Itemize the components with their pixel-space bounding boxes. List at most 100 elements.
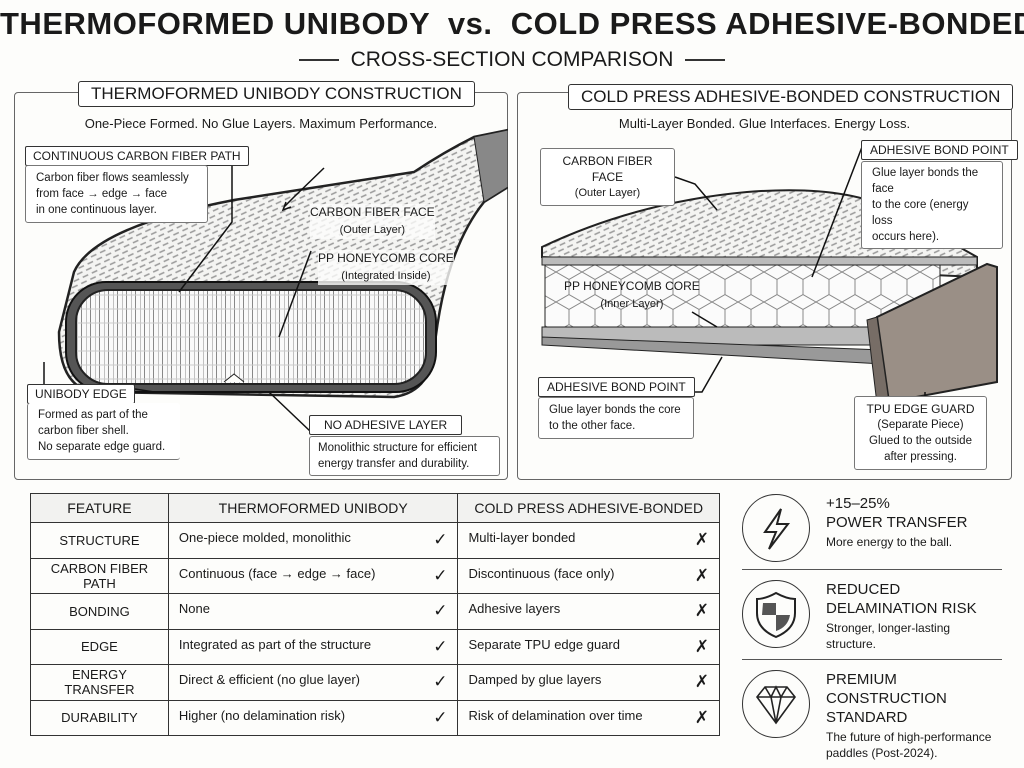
- callout-adhesive-bond-bottom-desc: Glue layer bonds the core to the other f…: [538, 397, 694, 439]
- x-icon: ✗: [694, 530, 709, 550]
- desc-line: occurs here).: [872, 231, 940, 243]
- thermoformed-tagline: One-Piece Formed. No Glue Layers. Maximu…: [84, 116, 438, 131]
- benefit-desc: More energy to the ball.: [826, 535, 953, 549]
- header-feature: FEATURE: [30, 493, 169, 523]
- thermoformed-cross-section-illustration: [43, 128, 508, 433]
- table-row: BONDING None ✓ Adhesive layers✗: [30, 593, 720, 630]
- callout-unibody-edge-desc: Formed as part of the carbon fiber shell…: [27, 403, 180, 460]
- label-pp-honeycomb-core: PP HONEYCOMB CORE (Integrated Inside): [318, 250, 454, 285]
- divider: [742, 569, 1002, 570]
- cell-text: Higher (no delamination risk): [178, 707, 346, 723]
- desc-line: carbon fiber shell.: [38, 425, 129, 437]
- thermoformed-cell: One-piece molded, monolithic ✓: [167, 522, 459, 559]
- x-icon: ✗: [694, 707, 709, 727]
- x-icon: ✗: [694, 565, 709, 585]
- table-row: DURABILITY Higher (no delamination risk)…: [30, 699, 720, 736]
- desc-line: after pressing.: [884, 451, 957, 463]
- cold-press-cell: Separate TPU edge guard✗: [457, 628, 720, 665]
- cold-press-cell: Damped by glue layers ✗: [457, 664, 720, 701]
- callout-continuous-carbon-path-desc: Carbon fiber flows seamlessly from face …: [25, 165, 208, 223]
- thermoformed-cell: Integrated as part of the structure✓: [167, 628, 459, 665]
- callout-sub: (Separate Piece): [877, 419, 964, 431]
- benefit-delamination: REDUCED DELAMINATION RISK Stronger, longer…: [742, 580, 1012, 656]
- diamond-icon: [742, 670, 810, 738]
- table-row: EDGE Integrated as part of the structure…: [30, 628, 720, 665]
- benefit-desc: Stronger, longer-lasting: [826, 621, 951, 635]
- cold-press-cell: Multi-layer bonded✗: [457, 522, 720, 559]
- benefit-desc: structure.: [826, 637, 877, 651]
- desc-line: from face → edge → face: [36, 188, 168, 200]
- feature-cell: EDGE: [30, 628, 169, 665]
- header-thermoformed: THERMOFORMED UNIBODY: [167, 493, 459, 523]
- check-icon: ✓: [433, 565, 448, 585]
- cold-press-cell: Discontinuous (face only) ✗: [457, 557, 720, 594]
- desc-line: energy transfer and durability.: [318, 458, 470, 470]
- cold-press-panel-title: COLD PRESS ADHESIVE-BONDED CONSTRUCTION: [568, 84, 1014, 110]
- check-icon: ✓: [433, 530, 448, 550]
- label-carbon-fiber-face: CARBON FIBER FACE (Outer Layer): [310, 204, 435, 239]
- comparison-table: FEATURE THERMOFORMED UNIBODY COLD PRESS …: [30, 493, 720, 736]
- feature-cell: STRUCTURE: [30, 522, 169, 559]
- shield-icon: [742, 580, 810, 648]
- benefit-title: PREMIUM CONSTRUCTION: [826, 671, 947, 707]
- label-sub: (Inner Layer): [600, 298, 664, 310]
- callout-continuous-carbon-path-title: CONTINUOUS CARBON FIBER PATH: [25, 146, 249, 166]
- benefit-title: DELAMINATION RISK: [826, 600, 977, 617]
- feature-cell: ENERGY TRANSFER: [30, 664, 169, 701]
- cell-text: One-piece molded, monolithic: [178, 530, 351, 546]
- cell-text: Integrated as part of the structure: [178, 636, 372, 652]
- thermoformed-cell: Direct & efficient (no glue layer) ✓: [167, 664, 459, 701]
- callout-no-adhesive-desc: Monolithic structure for efficient energ…: [309, 436, 500, 476]
- thermoformed-cell: Continuous (face → edge → face) ✓: [167, 557, 459, 594]
- callout-adhesive-bond-top-desc: Glue layer bonds the face to the core (e…: [861, 161, 1003, 249]
- cell-text: None: [178, 601, 210, 617]
- feature-cell: DURABILITY: [30, 699, 169, 736]
- cell-text: Direct & efficient (no glue layer): [178, 672, 361, 688]
- cold-press-cell: Adhesive layers✗: [457, 593, 720, 630]
- desc-line: Formed as part of the: [38, 409, 148, 421]
- x-icon: ✗: [694, 672, 709, 692]
- check-icon: ✓: [433, 601, 448, 621]
- desc-line: Carbon fiber flows seamlessly: [36, 172, 189, 184]
- desc-line: Glue layer bonds the face: [872, 167, 979, 195]
- callout-title: TPU EDGE GUARD: [866, 402, 975, 416]
- check-icon: ✓: [433, 672, 448, 692]
- cell-text: Damped by glue layers: [468, 672, 602, 688]
- callout-carbon-fiber-face: CARBON FIBER FACE (Outer Layer): [540, 148, 675, 206]
- cell-text: Discontinuous (face only): [468, 565, 615, 581]
- header-cold-press: COLD PRESS ADHESIVE-BONDED: [457, 493, 720, 523]
- callout-no-adhesive-title: NO ADHESIVE LAYER: [309, 415, 463, 435]
- feature-cell: BONDING: [30, 593, 169, 630]
- label-title: PP HONEYCOMB CORE: [318, 251, 454, 265]
- callout-sub: (Outer Layer): [574, 187, 641, 199]
- thermoformed-cell: Higher (no delamination risk) ✓: [167, 699, 459, 736]
- table-row: STRUCTURE One-piece molded, monolithic✓ …: [30, 522, 720, 559]
- desc-line: Glue layer bonds the core: [549, 404, 681, 416]
- cell-text: Continuous (face → edge → face): [178, 565, 376, 581]
- cold-press-cell: Risk of delamination over time ✗: [457, 699, 720, 736]
- callout-adhesive-bond-top-title: ADHESIVE BOND POINT: [861, 140, 1018, 160]
- feature-cell: CARBON FIBER PATH: [30, 557, 169, 594]
- benefit-title: POWER TRANSFER: [826, 514, 968, 531]
- cold-press-tagline: Multi-Layer Bonded. Glue Interfaces. Ene…: [618, 116, 911, 131]
- divider: [742, 659, 1002, 660]
- cell-text: Risk of delamination over time: [468, 707, 643, 723]
- benefit-title: REDUCED: [826, 581, 901, 598]
- benefit-title: +15–25%: [826, 495, 890, 512]
- subtitle-text: CROSS-SECTION COMPARISON: [350, 48, 674, 71]
- label-title: PP HONEYCOMB CORE: [564, 279, 700, 293]
- check-icon: ✓: [433, 707, 448, 727]
- benefit-desc: paddles (Post-2024).: [826, 746, 938, 760]
- label-sub: (Outer Layer): [339, 224, 406, 236]
- desc-line: Glued to the outside: [869, 435, 972, 447]
- benefit-title: STANDARD: [826, 709, 908, 726]
- thermoformed-cell: None ✓: [167, 593, 459, 630]
- table-row: CARBON FIBER PATH Continuous (face → edg…: [30, 557, 720, 594]
- page-title: THERMOFORMED UNIBODY vs. COLD PRESS ADHE…: [0, 6, 1024, 41]
- label-sub: (Integrated Inside): [341, 270, 431, 282]
- desc-line: to the other face.: [549, 420, 636, 432]
- table-header-row: FEATURE THERMOFORMED UNIBODY COLD PRESS …: [30, 493, 720, 523]
- cell-text: Adhesive layers: [468, 601, 561, 617]
- label-title: CARBON FIBER FACE: [310, 205, 435, 219]
